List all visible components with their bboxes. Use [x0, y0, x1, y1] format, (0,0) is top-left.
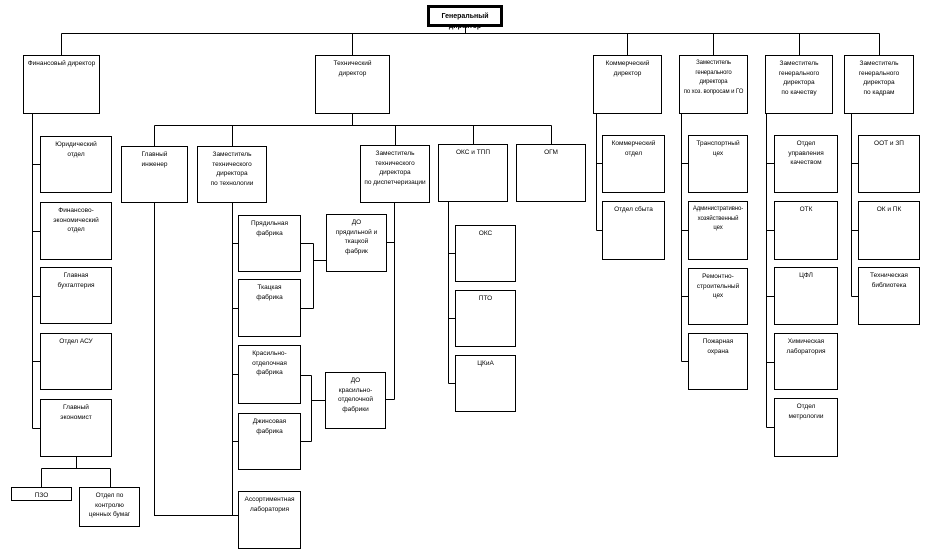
node-transport-shop: Транспортный цех	[688, 135, 748, 193]
node-chief-engineer: Главный инженер	[121, 146, 188, 203]
connector-dispatch-branch	[386, 203, 395, 400]
node-sales-department: Отдел сбыта	[602, 201, 665, 260]
node-otk: ОТК	[774, 201, 838, 260]
node-ok-pk: ОК и ПК	[858, 201, 920, 260]
node-chief-accounting: Главная бухгалтерия	[40, 267, 112, 324]
node-chief-economist: Главный экономист	[40, 399, 112, 457]
node-denim-factory: Джинсовая фабрика	[238, 413, 301, 470]
node-deputy-gd-quality: Заместитель генерального директора по ка…	[765, 55, 833, 114]
node-dyeing-finishing-factory: Красильно- отделочная фабрика	[238, 345, 301, 404]
node-spinning-factory: Прядильная фабрика	[238, 215, 301, 272]
node-pto: ПТО	[455, 290, 516, 347]
node-ckia: ЦКиА	[455, 355, 516, 412]
node-deputy-gd-household: Заместитель генерального директора по хо…	[679, 55, 748, 114]
node-do-spinning-weaving: ДО прядильной и ткацкой фабрик	[326, 214, 387, 272]
connector-fin-branch	[32, 114, 40, 429]
node-do-dyeing-finishing: ДО красильно- отделочной фабрики	[325, 372, 386, 429]
connector-economist-branch	[41, 457, 111, 487]
node-assortment-laboratory: Ассортиментная лаборатория	[238, 491, 301, 549]
node-finance-economic-department: Финансово- экономический отдел	[40, 202, 112, 260]
node-deputy-tech-dispatch: Заместитель технического директора по ди…	[360, 145, 430, 203]
node-technical-library: Техническая библиотека	[858, 267, 920, 325]
node-deputy-gd-hr: Заместитель генерального директора по ка…	[844, 55, 914, 114]
node-ogm: ОГМ	[516, 144, 586, 202]
node-metrology-department: Отдел метрологии	[774, 398, 838, 457]
connector-factory-pair-2	[301, 375, 325, 442]
node-cfl: ЦФЛ	[774, 267, 838, 325]
node-repair-construction-shop: Ремонтно- строительный цех	[688, 268, 748, 325]
node-commercial-department: Коммерческий отдел	[602, 135, 665, 193]
node-admin-household-shop: Административно- хозяйственный цех	[688, 201, 748, 260]
node-oot-zp: ООТ и ЗП	[858, 135, 920, 193]
node-pzo: ПЗО	[11, 487, 72, 501]
node-quality-management-department: Отдел управления качеством	[774, 135, 838, 193]
connector-engineer-tech-spines	[154, 203, 238, 516]
node-chemical-laboratory: Химическая лаборатория	[774, 333, 838, 390]
node-legal-department: Юридический отдел	[40, 136, 112, 193]
connector-factory-pair-1	[301, 243, 326, 309]
connector-quality-branch	[766, 114, 774, 428]
node-technical-director: Технический директор	[315, 55, 390, 114]
connector-tech-branch	[154, 114, 552, 146]
node-oks: ОКС	[455, 225, 516, 282]
node-commercial-director: Коммерческий директор	[593, 55, 662, 114]
node-oks-tpp: ОКС и ТПП	[438, 144, 508, 202]
node-general-director: Генеральный директор	[427, 5, 503, 30]
node-fire-guard: Пожарная охрана	[688, 333, 748, 390]
node-weaving-factory: Ткацкая фабрика	[238, 279, 301, 337]
node-acs-department: Отдел АСУ	[40, 333, 112, 390]
connector-root-trunk	[61, 27, 880, 55]
node-deputy-tech-technology: Заместитель технического директора по те…	[197, 146, 267, 203]
node-securities-control-department: Отдел по контролю ценных бумаг	[79, 487, 140, 527]
node-financial-director: Финансовый директор	[23, 55, 100, 114]
